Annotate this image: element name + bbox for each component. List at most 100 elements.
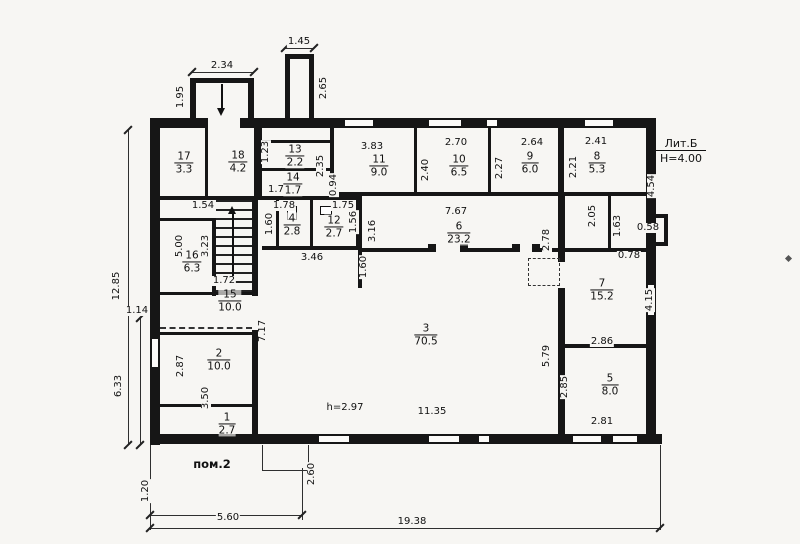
dimension-label: 1.56 — [348, 209, 359, 235]
dimension-tick-icon — [135, 440, 145, 450]
room-area: 2.7 — [218, 424, 236, 437]
wall — [160, 218, 216, 221]
room-number: 12 — [324, 214, 344, 228]
wall — [252, 196, 258, 296]
dimension-label: 1.72 — [211, 275, 237, 286]
room-number: 18 — [228, 149, 248, 163]
dimension-label: 3.50 — [200, 385, 211, 411]
wall — [468, 248, 512, 252]
dimension-line — [140, 318, 141, 445]
liter-label: Лит.Б — [656, 137, 706, 151]
registration-mark-icon — [784, 254, 793, 263]
dimension-label: 2.40 — [420, 157, 431, 183]
dimension-label: 2.21 — [568, 154, 579, 180]
wall — [608, 196, 611, 250]
dimension-line — [150, 528, 660, 529]
dimension-line — [262, 470, 309, 471]
dashed-duct — [528, 258, 560, 286]
room-number: 6 — [447, 220, 471, 234]
wall — [332, 192, 646, 196]
dimension-label: 1.78 — [271, 200, 297, 211]
room-area: 1.7 — [284, 184, 302, 197]
dimension-line — [128, 130, 129, 445]
room-number: 3 — [414, 322, 438, 336]
wall — [150, 434, 662, 444]
dimension-label: 3.23 — [200, 233, 211, 259]
wall — [558, 288, 565, 434]
window — [572, 435, 602, 443]
dimension-label: 2.27 — [494, 155, 505, 181]
dimension-label: 1.23 — [260, 139, 271, 165]
dimension-line — [285, 48, 314, 49]
dimension-label: 1.95 — [175, 84, 186, 110]
dimension-label: 19.38 — [396, 516, 428, 527]
wall-pier — [428, 244, 436, 252]
dimension-label: 2.34 — [209, 60, 235, 71]
dimension-label: 2.86 — [589, 336, 615, 347]
wall — [558, 128, 564, 192]
wall — [309, 54, 314, 118]
dimension-tick-icon — [249, 67, 259, 77]
room-number: 2 — [207, 347, 231, 361]
entrance-arrow-icon — [217, 108, 225, 116]
wall — [358, 248, 428, 252]
dimension-label: 2.60 — [306, 461, 317, 487]
wall — [664, 214, 668, 246]
room-area: 2.2 — [286, 156, 304, 169]
window — [318, 435, 350, 443]
stairs-arrow-line — [232, 214, 234, 280]
room-area: 15.2 — [590, 290, 614, 303]
room-number: 10 — [449, 153, 469, 167]
wall — [565, 248, 646, 252]
wall — [646, 118, 656, 444]
wall — [558, 192, 565, 262]
room-area: 3.3 — [175, 163, 193, 176]
wall — [252, 330, 258, 434]
wall — [646, 242, 668, 246]
wall — [488, 128, 491, 192]
wall — [262, 246, 360, 250]
dimension-label: 6.33 — [113, 373, 124, 399]
wall — [248, 78, 254, 118]
dimension-label: 2.85 — [559, 374, 570, 400]
dimension-label: 2.35 — [315, 153, 326, 179]
wall — [150, 118, 160, 445]
dimension-label: 5.79 — [541, 343, 552, 369]
window — [478, 435, 490, 443]
room-area: 10.0 — [207, 360, 231, 373]
liter-height-label: Н=4.00 — [660, 152, 702, 165]
dimension-label: 2.81 — [589, 416, 615, 427]
room-number: 16 — [182, 249, 202, 263]
room-number: 14 — [283, 171, 303, 185]
dimension-line — [660, 445, 661, 530]
window — [428, 119, 462, 127]
dimension-label: 2.05 — [587, 203, 598, 229]
room-area: 2.8 — [283, 225, 301, 238]
room-number: 7 — [590, 277, 614, 291]
room-number: 9 — [521, 150, 539, 164]
dimension-label: 1.60 — [264, 211, 275, 237]
dimension-label: 2.65 — [318, 75, 329, 101]
wall — [190, 78, 254, 83]
dimension-line — [192, 72, 254, 73]
wall — [262, 140, 334, 143]
wall — [150, 118, 656, 128]
wall — [160, 196, 264, 200]
wall — [262, 168, 334, 171]
room-number: 17 — [174, 150, 194, 164]
room-area: 8.0 — [601, 385, 619, 398]
wall — [330, 128, 334, 196]
room-area: 6.5 — [450, 166, 468, 179]
dimension-tick-icon — [123, 440, 133, 450]
